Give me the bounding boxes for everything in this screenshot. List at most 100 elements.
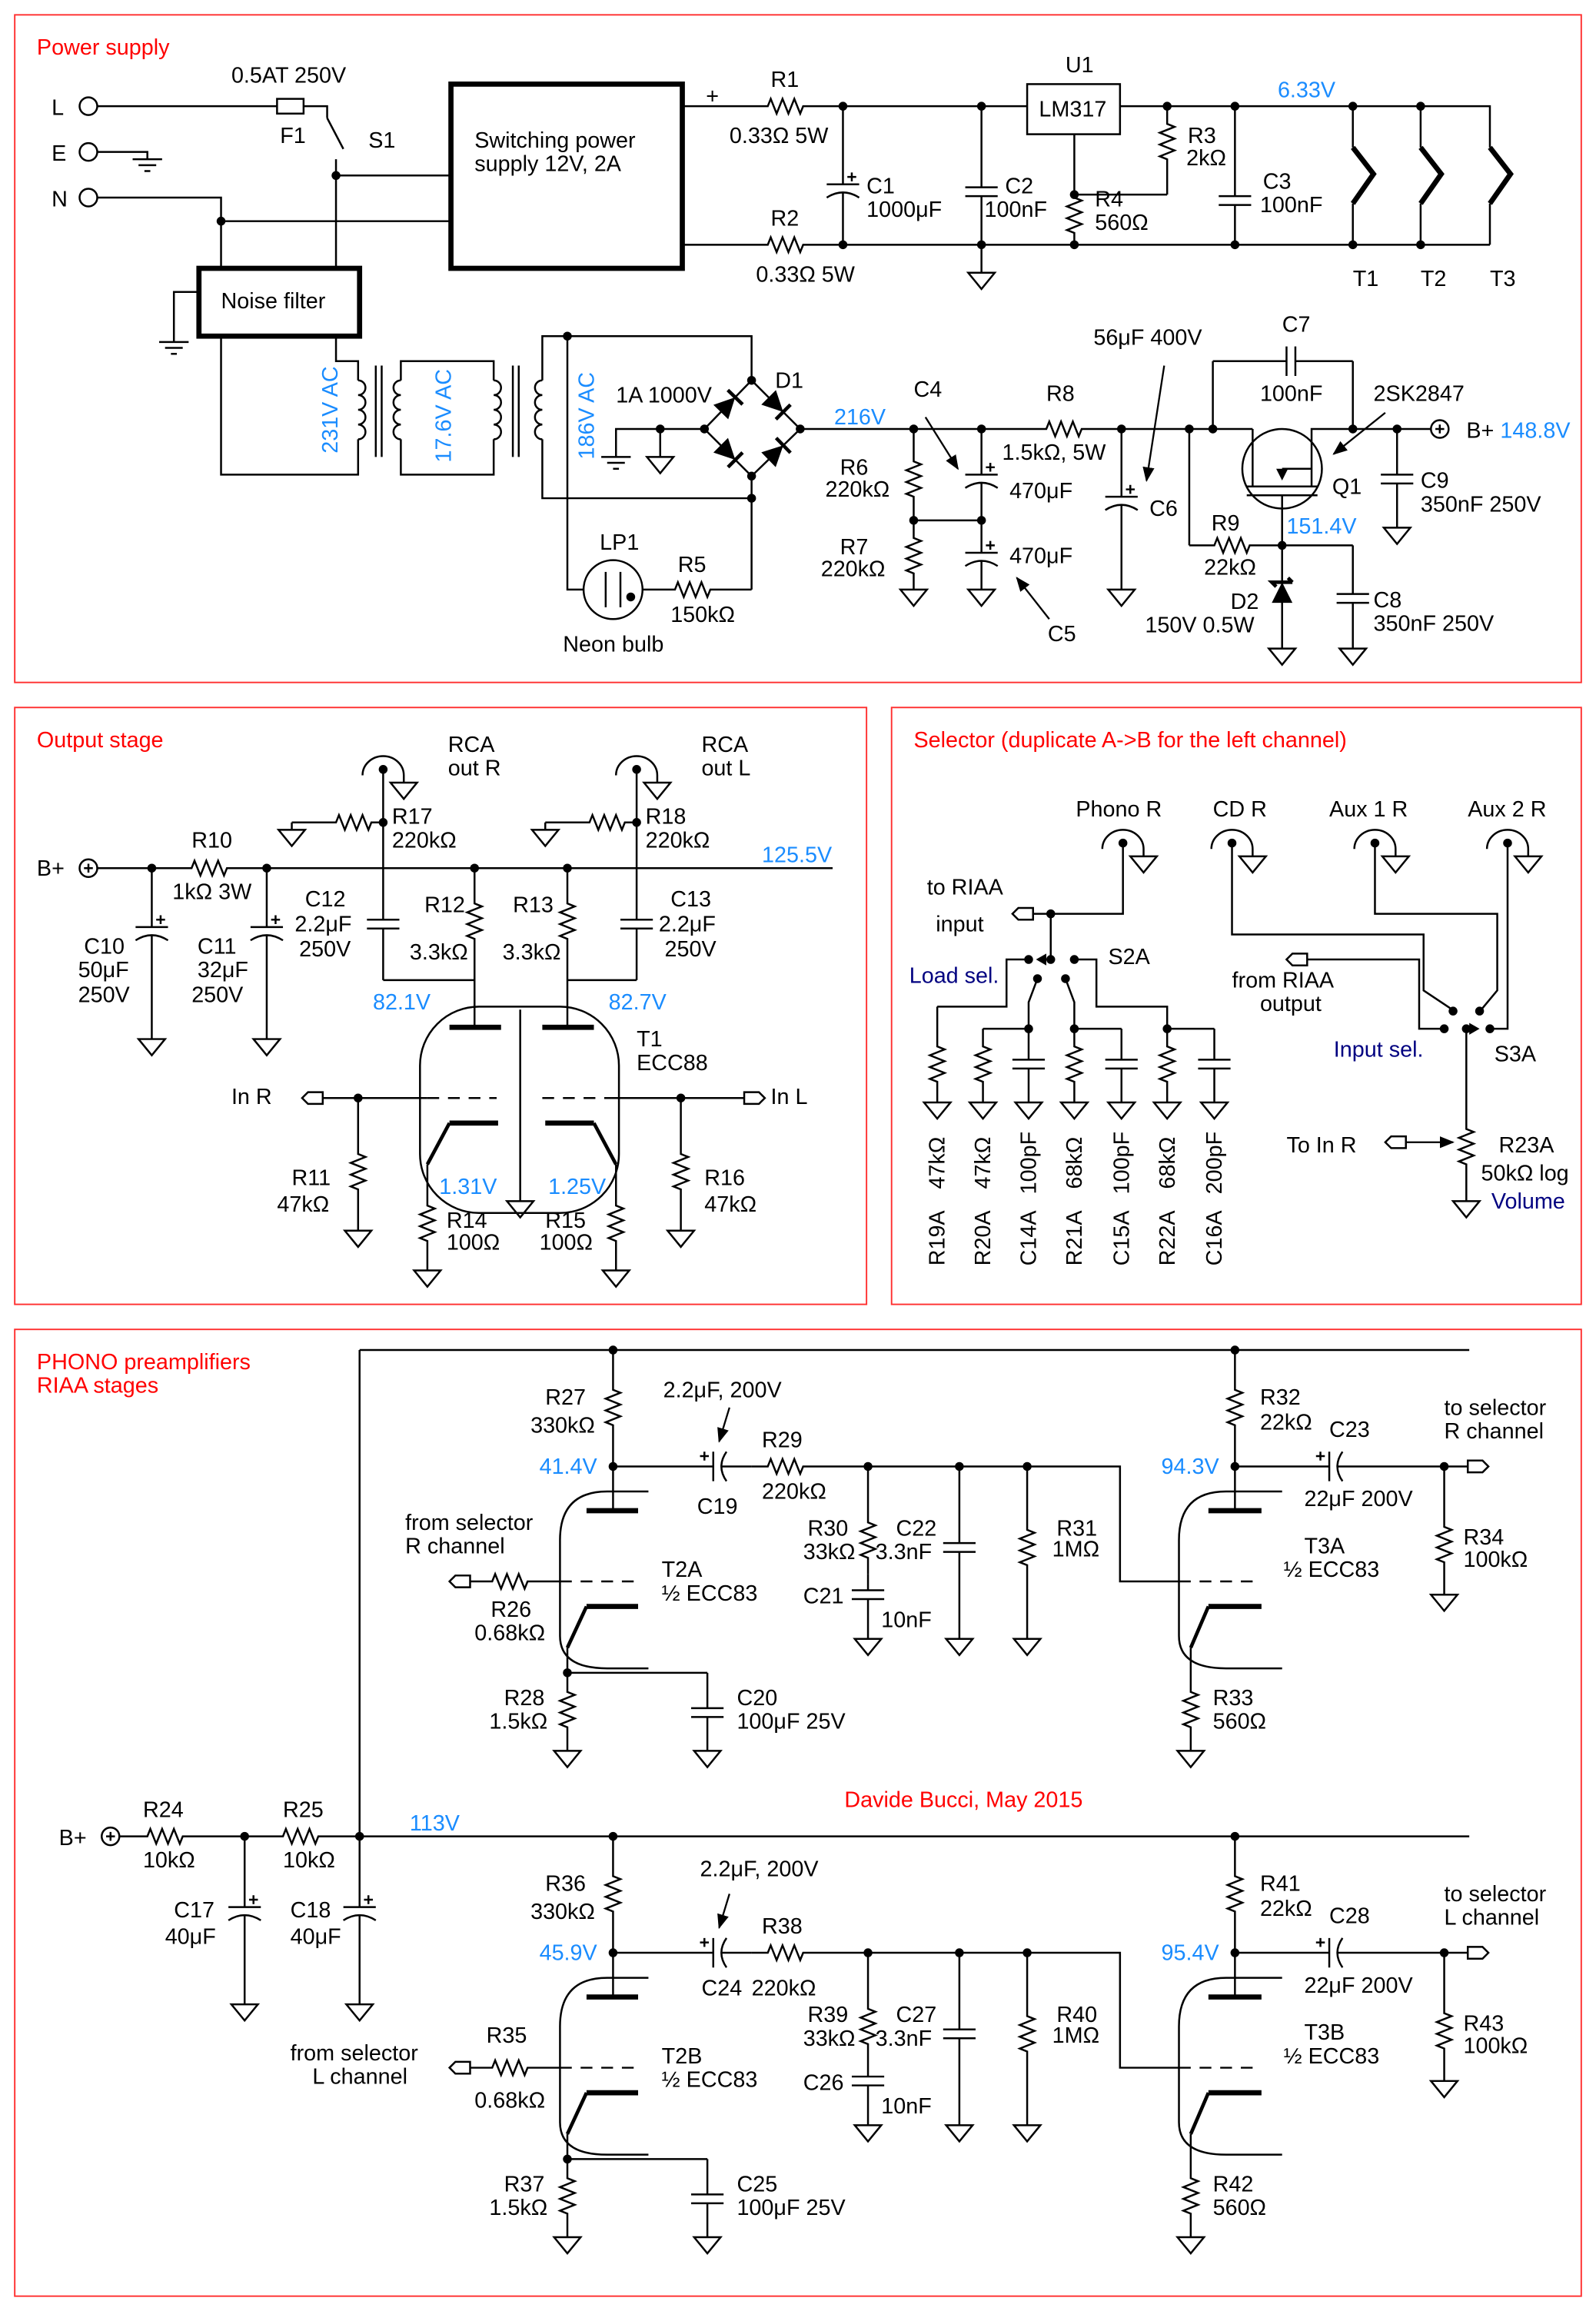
label-output-stage-r15-1: 100Ω (540, 1231, 593, 1255)
ground-icon (944, 1638, 975, 1657)
junction-dot (1416, 240, 1425, 250)
label-output-stage-v-plate-r: 82.1V (373, 990, 431, 1015)
ecc88-envelope (419, 1006, 620, 1215)
label-power-supply-d1-1: 1A 1000V (616, 383, 713, 407)
ground-icon (1199, 1101, 1230, 1121)
connector-terminal-icon (1466, 1459, 1490, 1474)
polarity-plus-mark (986, 463, 995, 472)
section-title-power-supply-title: Power supply (37, 35, 170, 60)
capacitor-symbol (851, 1574, 885, 1639)
ground-icon (229, 2003, 261, 2023)
resistor-symbol (1189, 535, 1282, 556)
ground-icon (1106, 588, 1137, 607)
electrolytic-capacitor-symbol (1235, 1451, 1445, 1482)
label-selector-to-in-r: To In R (1286, 1133, 1356, 1158)
resistor-symbol (119, 1826, 245, 1847)
label-power-supply-c9-0: C9 (1421, 469, 1449, 494)
label-selector-from-riaa-0: from RIAA (1232, 968, 1335, 993)
label-power-supply-v-rect: 216V (834, 405, 886, 430)
label-output-stage-in-r: In R (231, 1085, 272, 1109)
label-output-stage-bplus: B+ (37, 856, 65, 881)
zener-diode-icon (1272, 582, 1293, 604)
diode-bar (774, 403, 792, 421)
label-power-supply-r6-1: 220kΩ (825, 477, 889, 502)
ground-icon (552, 1750, 583, 1769)
label-power-supply-c9-1: 350nF 250V (1421, 492, 1541, 517)
label-phono-stages-1-cap-note: 2.2μF, 200V (700, 1857, 820, 1881)
ground-icon (251, 1038, 282, 1057)
label-power-supply-c6-1: 56μF 400V (1093, 326, 1202, 351)
label-power-supply-c5-1: 470μF (1009, 544, 1072, 568)
wire (1119, 105, 1491, 148)
resistor-symbol (927, 1006, 948, 1102)
label-phono-stages-1-r-series-1: 220kΩ (752, 1977, 816, 2001)
diode-bar (727, 451, 744, 469)
polarity-plus-mark (986, 540, 995, 550)
label-selector-to-riaa-1: input (936, 913, 983, 937)
tube-electrode (1189, 1605, 1210, 1649)
label-phono-stages-1-tube1-1: ½ ECC83 (662, 2067, 758, 2092)
connector-terminal-icon (447, 1574, 471, 1588)
polarity-plus-mark (248, 1895, 258, 1904)
label-selector-loads-0-value: 47kΩ (926, 1137, 950, 1189)
label-selector-loads-4-name: C15A (1109, 1210, 1134, 1266)
label-phono-c18-0: C18 (291, 1898, 331, 1923)
capacitor-symbol (1381, 428, 1414, 528)
label-phono-stages-1-c-series-1: 10nF (881, 2094, 932, 2119)
label-power-supply-s1: S1 (368, 128, 395, 153)
label-selector-s3a: S3A (1495, 1042, 1537, 1066)
mosfet-arrow (1276, 468, 1288, 481)
earth-ground-icon (159, 341, 189, 355)
label-output-stage-c10-1: 50μF (78, 958, 129, 983)
label-phono-stages-0-v1: 41.4V (540, 1455, 598, 1479)
ground-icon (1175, 2236, 1206, 2256)
resistor-symbol (464, 868, 485, 1028)
tube-electrode (565, 2092, 589, 2135)
ground-icon (944, 2124, 975, 2143)
label-output-stage-rca-r-0: RCA (448, 733, 496, 757)
label-power-supply-r7-1: 220kΩ (821, 557, 886, 582)
capacitor-symbol (1198, 1029, 1231, 1102)
ground-icon (600, 1269, 632, 1289)
diode-icon (713, 397, 736, 420)
resistor-symbol (291, 812, 384, 833)
label-power-supply-c1-0: C1 (866, 174, 895, 198)
earth-ground-icon (601, 456, 631, 470)
capacitor-symbol (367, 769, 400, 980)
ground-icon (853, 1638, 883, 1657)
wire (1032, 843, 1124, 915)
label-power-supply-u1-1: LM317 (1039, 98, 1106, 122)
label-phono-stages-0-output-0: to selector (1445, 1395, 1547, 1420)
wire (541, 334, 753, 381)
resistor-symbol (603, 1350, 623, 1467)
polarity-plus-mark (700, 1937, 710, 1947)
capacitor-symbol (1212, 346, 1353, 376)
ground-icon (504, 1200, 536, 1219)
capacitor-symbol (691, 2159, 724, 2238)
rca-jack-icon (1485, 829, 1530, 856)
output-stage-frame (14, 707, 868, 1305)
wire (1489, 843, 1509, 1030)
label-phono-stages-1-cc1: C24 (701, 1977, 742, 2001)
resistor-symbol (417, 1164, 437, 1271)
label-selector-jacks-0: Phono R (1076, 797, 1162, 822)
label-power-supply-c8-1: 350nF 250V (1374, 612, 1495, 637)
junction-dot (1069, 240, 1079, 250)
resistor-symbol (470, 1571, 560, 1591)
resistor-symbol (1434, 1466, 1455, 1595)
label-phono-v-rail: 113V (410, 1811, 461, 1836)
label-phono-r25-1: 10kΩ (283, 1848, 335, 1873)
label-output-stage-r18-1: 220kΩ (646, 828, 710, 853)
ground-icon (966, 588, 997, 607)
resistor-symbol (244, 1826, 1470, 1847)
label-output-stage-v-cath-l: 1.25V (548, 1175, 607, 1199)
junction-dot (1069, 190, 1079, 199)
label-phono-stages-0-r-grid2-0: R31 (1056, 1517, 1097, 1541)
resistor-symbol (903, 428, 924, 520)
capacitor-symbol (943, 1466, 976, 1639)
ground-icon (1175, 1750, 1206, 1769)
resistor-symbol (1180, 1648, 1201, 1751)
label-phono-stages-0-tube1-1: ½ ECC83 (662, 1581, 758, 1606)
label-power-supply-t1: T1 (1353, 267, 1379, 291)
label-selector-loads-2-value: 100pF (1017, 1132, 1042, 1195)
